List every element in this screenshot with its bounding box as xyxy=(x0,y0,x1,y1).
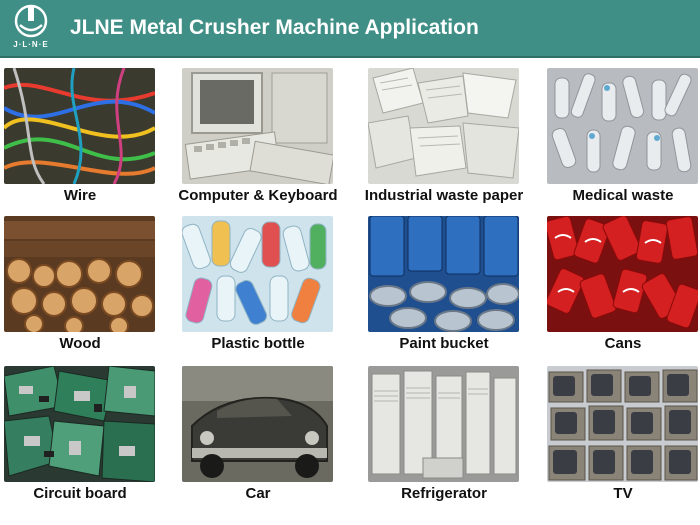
item-label: Refrigerator xyxy=(401,485,487,502)
paint-bucket-photo xyxy=(368,216,519,332)
application-item-refrigerator: Refrigerator xyxy=(364,362,524,507)
item-label: TV xyxy=(613,485,633,502)
item-label: Cans xyxy=(604,335,642,352)
jlne-logo: J·L·N·E xyxy=(6,3,56,53)
application-item-industrial-waste-paper: Industrial waste paper xyxy=(364,64,524,209)
application-item-medical-waste: Medical waste xyxy=(543,64,700,209)
tv-photo xyxy=(547,366,698,482)
application-grid: Wire Computer & Keyboard xyxy=(0,64,700,520)
header-bar: J·L·N·E JLNE Metal Crusher Machine Appli… xyxy=(0,0,700,58)
item-label: Medical waste xyxy=(572,187,674,204)
item-label: Car xyxy=(245,485,271,502)
waste-paper-photo xyxy=(368,68,519,184)
logo-text: J·L·N·E xyxy=(13,40,49,49)
medical-waste-photo xyxy=(547,68,698,184)
refrigerator-photo xyxy=(368,366,519,482)
page-title: JLNE Metal Crusher Machine Application xyxy=(70,16,479,39)
item-label: Plastic bottle xyxy=(211,335,305,352)
wire-photo xyxy=(4,68,155,184)
item-label: Wood xyxy=(59,335,101,352)
application-item-circuit-board: Circuit board xyxy=(0,362,160,507)
plastic-bottle-photo xyxy=(182,216,333,332)
item-label: Circuit board xyxy=(33,485,127,502)
application-item-car: Car xyxy=(178,362,338,507)
wood-photo xyxy=(4,216,155,332)
application-item-wire: Wire xyxy=(0,64,160,209)
item-label: Computer & Keyboard xyxy=(178,187,338,204)
cans-photo xyxy=(547,216,698,332)
circuit-board-photo xyxy=(4,366,155,482)
item-label: Industrial waste paper xyxy=(364,187,524,204)
item-label: Paint bucket xyxy=(399,335,489,352)
application-item-plastic-bottle: Plastic bottle xyxy=(178,212,338,357)
application-item-wood: Wood xyxy=(0,212,160,357)
logo-icon xyxy=(14,4,48,38)
application-item-paint-bucket: Paint bucket xyxy=(364,212,524,357)
application-item-tv: TV xyxy=(543,362,700,507)
application-item-cans: Cans xyxy=(543,212,700,357)
car-photo xyxy=(182,366,333,482)
application-item-computer-keyboard: Computer & Keyboard xyxy=(178,64,338,209)
item-label: Wire xyxy=(63,187,97,204)
computer-keyboard-photo xyxy=(182,68,333,184)
